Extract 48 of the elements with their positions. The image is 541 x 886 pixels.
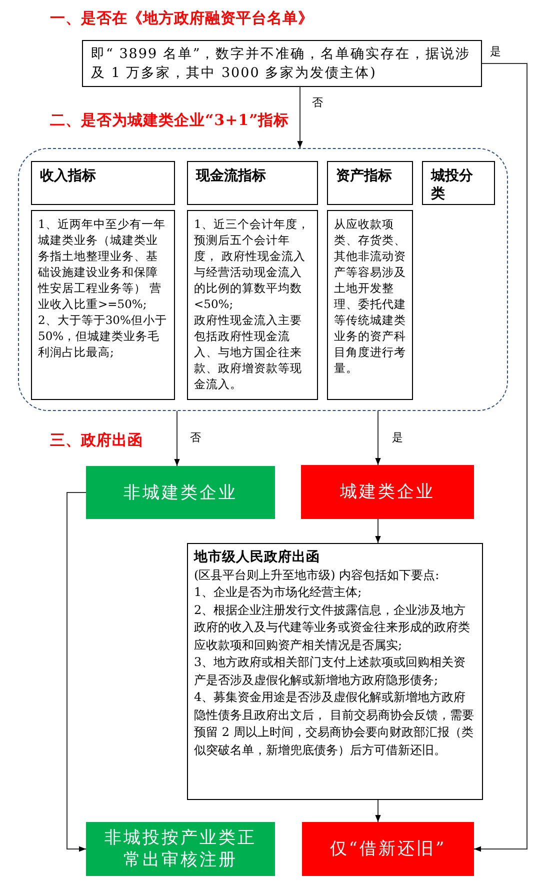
text-paragraph: 1、近两年中至少有一年城建类业务（城建类业务指土地整理业务、基础设施建设业务和保障性安居工程业务等） 营业收入比重>=50%; bbox=[38, 216, 166, 312]
edge-label: 是 bbox=[488, 44, 503, 58]
arrow bbox=[174, 410, 180, 466]
text-paragraph: 从应收款项类、存货类、其他非流动资产等容易涉及土地开发整理、委托代建等传统城建类业务的资产科目角度进行考量。 bbox=[334, 216, 406, 376]
text-paragraph: 4、募集资金用途是否涉及虚假化解或新增地方政府隐性债务且政府出文后， 目前交易商协会反馈，需要预留 2 周以上时间，交易商协会要向财政部汇报（类似突破名单，新增兜底债务）后方可借新还旧。 bbox=[194, 689, 475, 758]
arrow bbox=[375, 410, 381, 466]
edge-label: 否 bbox=[310, 96, 325, 109]
indicator-header-box bbox=[31, 161, 175, 205]
indicator-detail-box bbox=[327, 210, 413, 400]
box-label: 资产指标 bbox=[336, 167, 393, 185]
text-paragraph: 1、近三个会计年度，预测后五个会计年度， 政府性现金流入与经营活动现金流入的比例的算数平均数<50%; bbox=[194, 216, 310, 312]
indicator-header-box bbox=[422, 161, 495, 205]
outcome-box bbox=[86, 466, 275, 519]
process-box bbox=[82, 40, 482, 87]
section-heading: 三、政府出函 bbox=[50, 431, 143, 450]
box-label: 城投分类 bbox=[431, 167, 474, 203]
text-paragraph: (区县平台则上升至地市级) 内容包括如下要点: bbox=[194, 566, 440, 584]
arrow bbox=[66, 492, 86, 852]
text-paragraph: 2、大于等于30%但小于50%，但城建类业务毛利润占比最高; bbox=[38, 312, 168, 360]
box-label: 城建类企业 bbox=[339, 481, 436, 503]
indicator-detail-box bbox=[31, 210, 175, 400]
text-paragraph: 政府性现金流入主要包括政府性现金流入、与地方国企往来款、政府增资款等现金流入。 bbox=[194, 312, 303, 392]
indicator-detail-box bbox=[187, 210, 318, 400]
arrow bbox=[375, 800, 381, 822]
edge-label: 是 bbox=[390, 431, 405, 444]
text-paragraph: 2、根据企业注册发行文件披露信息，企业涉及地方政府的收入及与代建等业务或资金往来形成的政府类应收款项和回购资产相关情况是否属实; bbox=[194, 602, 471, 654]
arrow bbox=[375, 518, 381, 544]
edge-label: 否 bbox=[188, 431, 203, 444]
letter-heading: 地市级人民政府出函 bbox=[194, 549, 321, 566]
arrow bbox=[474, 63, 528, 852]
box-label: 收入指标 bbox=[40, 167, 97, 185]
text-paragraph: 3、地方政府或相关部门支付上述款项或回购相关资产是否涉及虚假化解或新增地方政府隐形债务; bbox=[194, 654, 467, 688]
outcome-box bbox=[302, 822, 474, 876]
text-paragraph: 1、企业是否为市场化经营主体; bbox=[194, 584, 363, 601]
outcome-box bbox=[301, 465, 474, 519]
section-heading: 一、是否在《地方政府融资平台名单》 bbox=[50, 9, 314, 28]
indicator-header-box bbox=[327, 161, 413, 205]
box-label: 仅“借新还旧” bbox=[328, 838, 448, 860]
box-label: 现金流指标 bbox=[196, 167, 267, 185]
box-label: 非城建类企业 bbox=[122, 482, 238, 504]
dashed-group-frame bbox=[18, 148, 508, 411]
arrow bbox=[297, 86, 303, 148]
indicator-header-box bbox=[187, 161, 318, 205]
box-label: 非城投按产业类正常出审核注册 bbox=[104, 827, 258, 871]
section-heading: 二、是否为城建类企业“3+1”指标 bbox=[50, 111, 290, 130]
box-label: 即“ 3899 名单”，数字并不准确，名单确实存在，据说涉及 1 万多家，其中 3000 多家为发债主体) bbox=[91, 45, 472, 83]
outcome-box bbox=[86, 822, 275, 876]
letter-box bbox=[187, 543, 483, 800]
